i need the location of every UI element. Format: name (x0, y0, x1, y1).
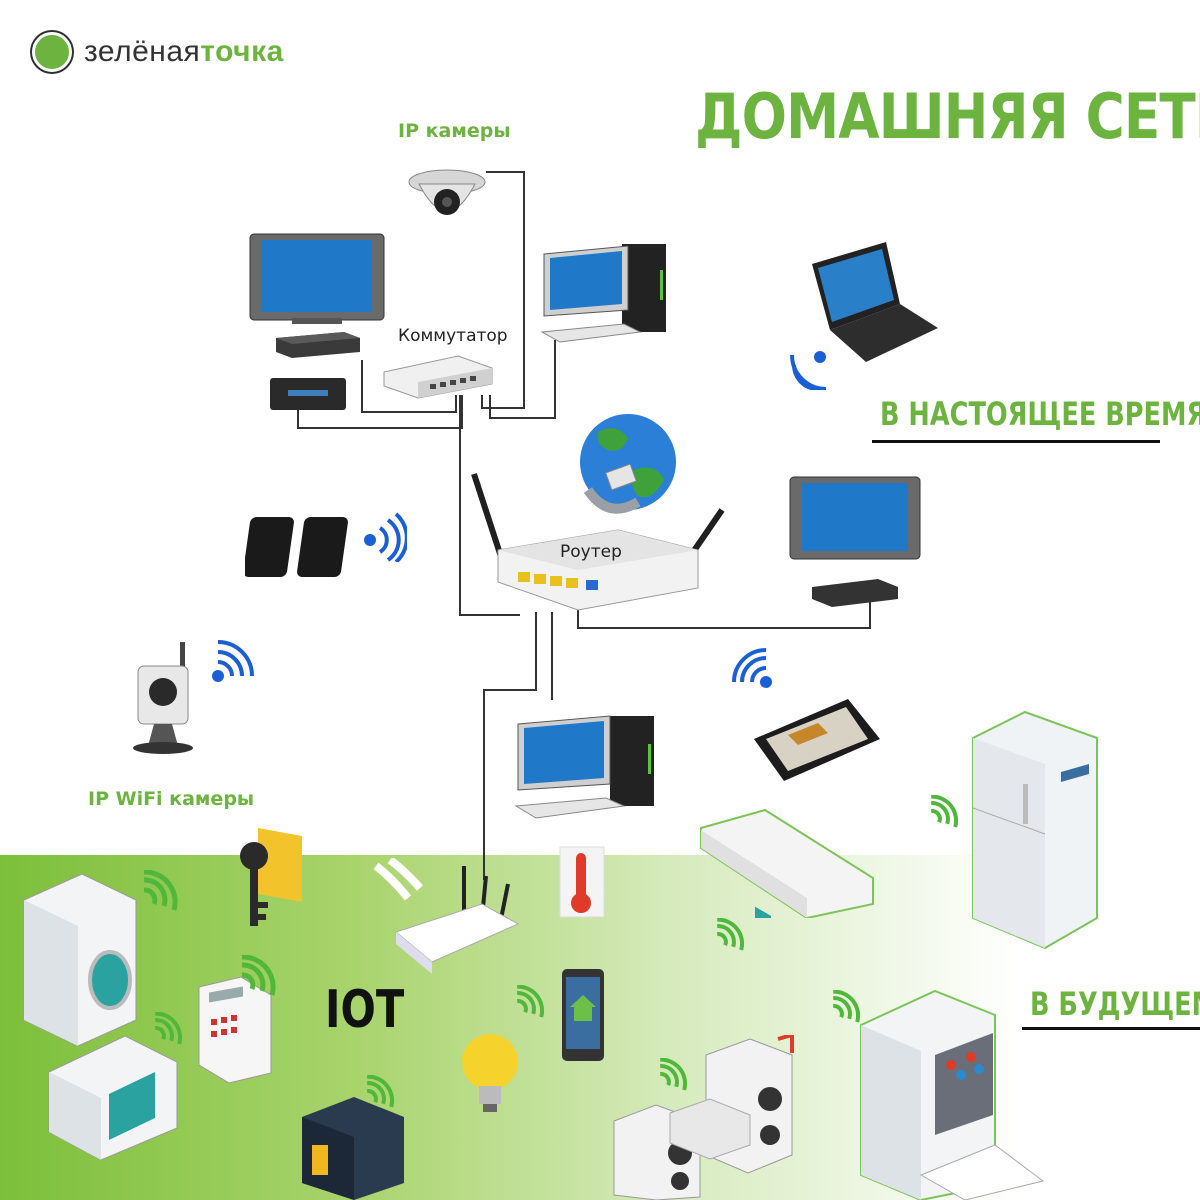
router-icon (471, 473, 725, 611)
wire-tv-switch (361, 360, 457, 413)
wifi-signal-icon (833, 990, 861, 1023)
wifi-signal-icon (517, 985, 545, 1018)
wifi-signal-icon (155, 1012, 183, 1045)
air-conditioner-icon (700, 808, 874, 918)
key-lock-icon (240, 828, 302, 926)
present-underline (872, 440, 1160, 443)
wifi-icon (790, 351, 827, 390)
washing-machine-icon (23, 873, 137, 1047)
alarm-panel-icon (198, 976, 272, 1084)
audio-system-icon (613, 1035, 794, 1200)
globe-icon (580, 414, 676, 514)
light-bulb-icon (462, 1034, 518, 1112)
router-label: Роутер (560, 542, 622, 562)
microwave-icon (48, 1035, 178, 1161)
wire-camera-switch (481, 171, 525, 409)
brand-logo[interactable]: зелёнаяточка (32, 32, 284, 72)
green-dot-logo-icon (32, 32, 72, 72)
desktop-pc-icon (540, 244, 666, 343)
dishwasher-icon (860, 989, 1045, 1200)
tablet-icon (754, 699, 880, 781)
safe-icon (302, 1097, 404, 1200)
wifi-icon (212, 640, 254, 682)
wifi-signal-icon (367, 1075, 395, 1108)
wifi-icon (732, 648, 772, 688)
wifi-signal-icon (931, 795, 959, 828)
future-underline (1022, 1027, 1200, 1030)
set-top-box-icon (276, 332, 360, 358)
wifi-signal-icon (660, 1058, 688, 1091)
wifi-signal-icon (241, 955, 276, 996)
refrigerator-icon (972, 710, 1098, 950)
switch-label: Коммутатор (398, 326, 508, 346)
iot-label: IOT (325, 980, 405, 1040)
page-title: ДОМАШНЯЯ СЕТЬ (695, 80, 1200, 153)
ip-cameras-label: IP камеры (398, 120, 511, 142)
desktop-pc-icon (514, 715, 654, 819)
wifi-icon (364, 512, 407, 562)
brand-name: зелёнаяточка (84, 35, 284, 68)
tv-icon (789, 476, 921, 607)
present-label: В НАСТОЯЩЕЕ ВРЕМЯ (880, 395, 1200, 433)
wire-switch-router (459, 395, 520, 616)
wifi-signal-icon (717, 918, 745, 951)
smart-home-phone-icon (562, 969, 604, 1061)
wifi-signal-icon (143, 870, 178, 911)
smartphones-icon (245, 517, 348, 577)
wire-router-iot-hub (483, 612, 537, 880)
tv-icon (249, 233, 385, 324)
wire-pc-switch (489, 340, 556, 419)
wire-box-switch (297, 395, 463, 429)
wire-router-tv (577, 595, 871, 629)
ip-wifi-cameras-label: IP WiFi камеры (88, 788, 255, 810)
thermometer-icon (559, 846, 605, 918)
dome-camera-icon (408, 169, 486, 215)
media-player-icon (270, 378, 346, 410)
laptop-icon (812, 242, 938, 362)
iot-router-icon (373, 858, 520, 974)
future-label: В БУДУЩЕМ (1030, 985, 1200, 1023)
wifi-camera-icon (133, 642, 193, 754)
network-switch-icon (383, 355, 493, 399)
